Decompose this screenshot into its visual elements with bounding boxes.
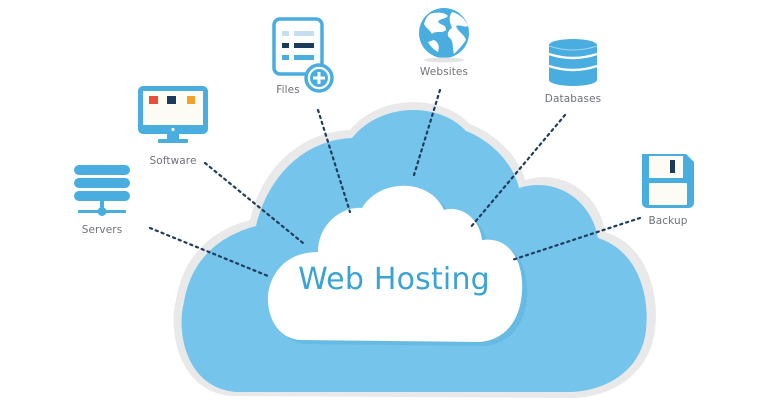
node-label-databases: Databases xyxy=(544,93,602,105)
node-label-backup: Backup xyxy=(648,215,688,227)
file-add-icon xyxy=(272,17,334,93)
floppy-disk-icon xyxy=(642,154,694,208)
node-label-servers: Servers xyxy=(81,224,123,236)
desktop-monitor-icon xyxy=(138,86,208,143)
node-label-software: Software xyxy=(149,155,197,167)
globe-icon xyxy=(419,8,469,63)
connector-websites xyxy=(412,88,442,177)
inner-cloud xyxy=(267,185,523,342)
connector-software xyxy=(203,161,305,245)
connector-databases xyxy=(468,113,567,230)
server-stack-icon xyxy=(74,165,130,216)
database-icon xyxy=(548,39,598,86)
connector-servers xyxy=(148,226,270,278)
connector-files xyxy=(316,108,352,214)
connector-backup xyxy=(510,216,642,262)
diagram-title: Web Hosting xyxy=(298,262,490,297)
node-label-websites: Websites xyxy=(419,66,469,78)
node-label-files: Files xyxy=(276,84,300,96)
